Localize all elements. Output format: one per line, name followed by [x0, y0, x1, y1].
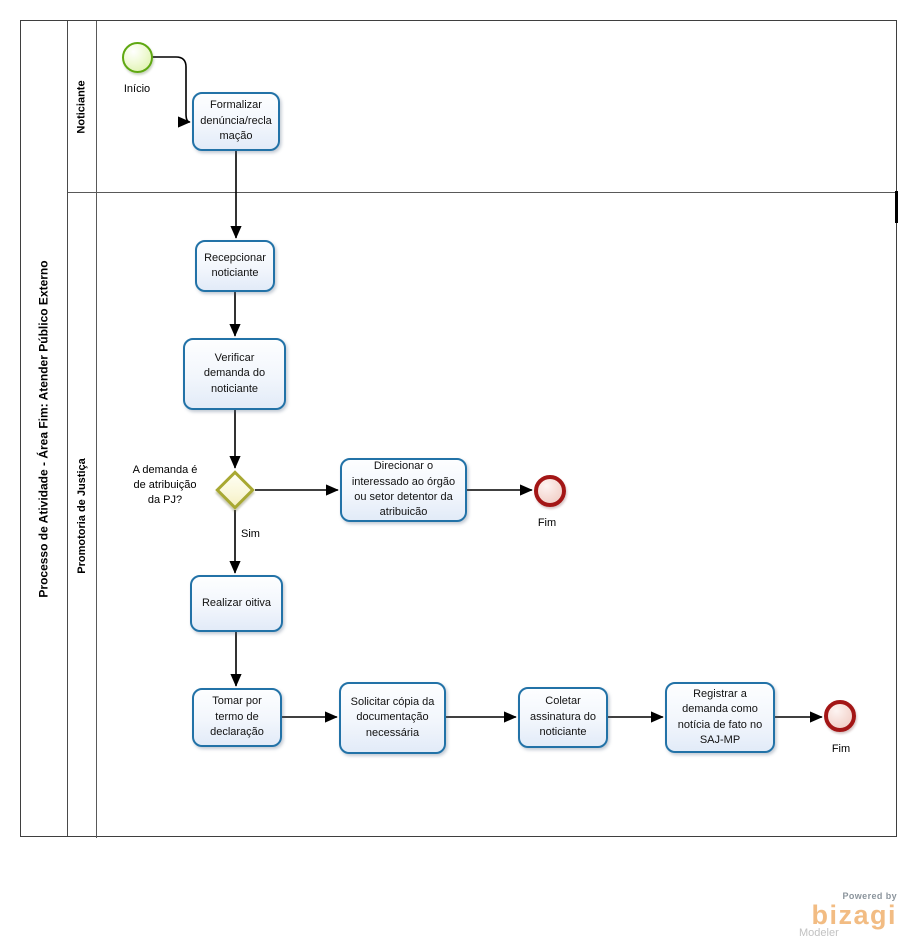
- pool-border-cap: [895, 191, 898, 223]
- start-event[interactable]: [122, 42, 153, 73]
- task-solicitar-label: Solicitar cópia da documentação necessár…: [350, 695, 435, 739]
- task-verificar[interactable]: Verificar demanda do noticiante: [183, 338, 286, 410]
- lane-noticiante-label: Noticiante: [76, 79, 88, 134]
- task-registrar-label: Registrar a demanda como notícia de fato…: [677, 687, 763, 746]
- task-coletar-label: Coletar assinatura do noticiante: [529, 695, 597, 739]
- lane-noticiante: Noticiante: [68, 21, 896, 192]
- pool-title: Processo de Atividade - Área Fim: Atende…: [21, 21, 68, 836]
- end-event-referral-label: Fim: [537, 517, 557, 529]
- lane-promotoria-header: Promotoria de Justiça: [68, 193, 97, 838]
- gateway-yes-label: Sim: [241, 528, 260, 540]
- powered-by-label: Powered by: [842, 891, 897, 901]
- task-recepcionar[interactable]: Recepcionar noticiante: [195, 240, 275, 292]
- end-event-final-label: Fim: [831, 743, 851, 755]
- bizagi-logo: Powered by bizagi Modeler: [799, 891, 897, 939]
- task-recepcionar-label: Recepcionar noticiante: [204, 251, 266, 279]
- task-tomar-label: Tomar por termo de declaração: [210, 695, 264, 739]
- task-realizar[interactable]: Realizar oitiva: [190, 575, 283, 632]
- lane-promotoria: Promotoria de Justiça: [68, 192, 896, 838]
- task-formalizar[interactable]: Formalizar denúncia/recla mação: [192, 92, 280, 151]
- task-coletar[interactable]: Coletar assinatura do noticiante: [518, 687, 608, 748]
- task-verificar-label: Verificar demanda do noticiante: [203, 351, 266, 395]
- gateway-question-label: A demanda é de atribuição da PJ?: [132, 464, 198, 506]
- task-direcionar[interactable]: Direcionar o interessado ao órgão ou set…: [340, 458, 467, 522]
- modeler-label: Modeler: [799, 927, 839, 940]
- pool-title-label: Processo de Atividade - Área Fim: Atende…: [37, 259, 52, 598]
- start-event-label: Início: [123, 83, 151, 95]
- lane-noticiante-header: Noticiante: [68, 21, 97, 192]
- bpmn-pool: Processo de Atividade - Área Fim: Atende…: [20, 20, 897, 838]
- task-registrar[interactable]: Registrar a demanda como notícia de fato…: [665, 682, 775, 753]
- bizagi-brand-label: bizagi: [811, 900, 897, 930]
- lane-promotoria-label: Promotoria de Justiça: [76, 457, 89, 574]
- task-formalizar-label: Formalizar denúncia/recla mação: [200, 99, 272, 143]
- task-realizar-label: Realizar oitiva: [201, 596, 272, 609]
- end-event-referral[interactable]: [534, 475, 566, 507]
- task-direcionar-label: Direcionar o interessado ao órgão ou set…: [351, 460, 456, 519]
- task-solicitar[interactable]: Solicitar cópia da documentação necessár…: [339, 682, 446, 754]
- end-event-final[interactable]: [824, 700, 856, 732]
- task-tomar[interactable]: Tomar por termo de declaração: [192, 688, 282, 747]
